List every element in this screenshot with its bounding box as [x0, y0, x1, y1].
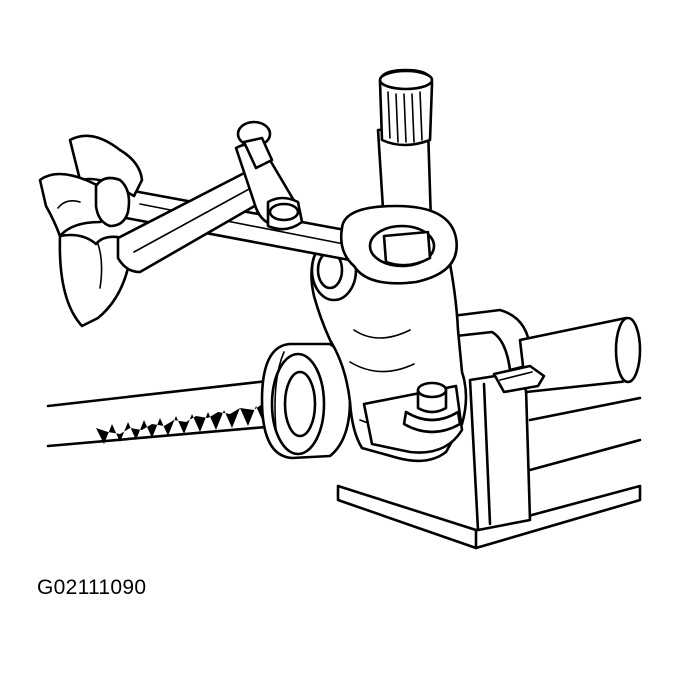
hammer: [116, 120, 304, 274]
hand: [38, 134, 144, 328]
bench-vise: [336, 308, 642, 550]
figure-id-label: G02111090: [37, 576, 147, 599]
rack-collar: [260, 342, 352, 460]
adjuster-bolt: [402, 381, 462, 434]
worm-rod: [46, 378, 302, 448]
